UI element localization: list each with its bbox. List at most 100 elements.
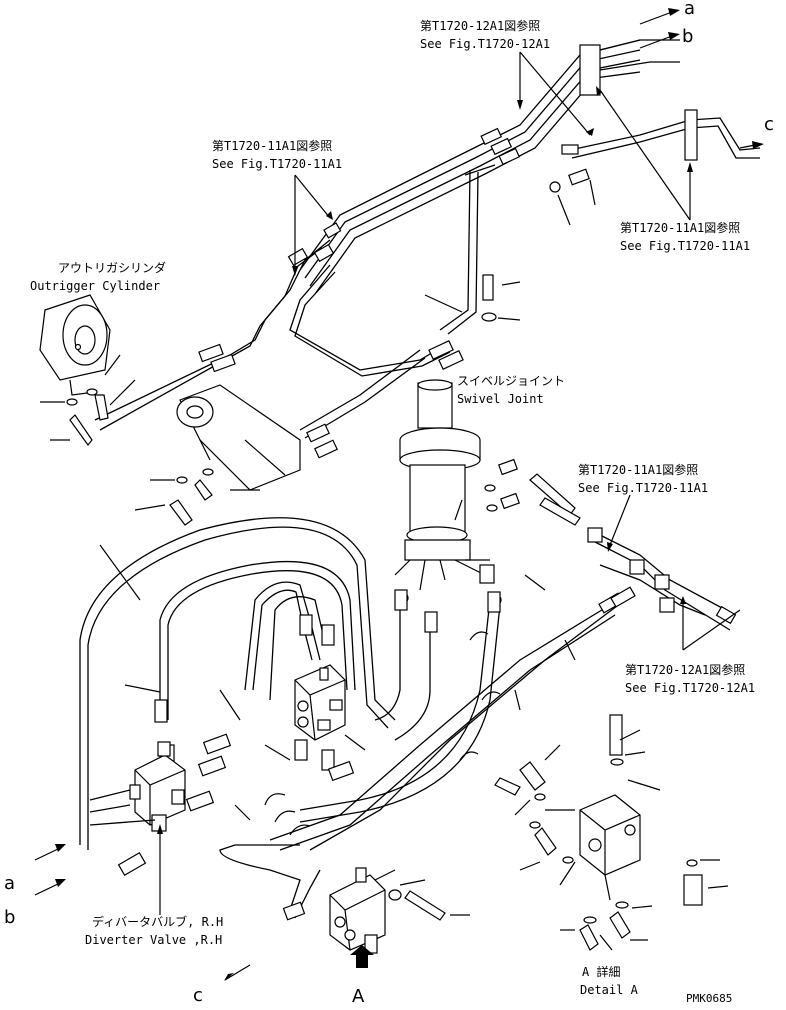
swivel-base <box>404 539 471 561</box>
fitting-nut <box>498 147 521 166</box>
swivel-body <box>409 464 466 536</box>
o-ring <box>86 388 98 396</box>
fitting <box>629 559 645 575</box>
ref-left-en: See Fig.T1720-11A1 <box>212 157 342 171</box>
fitting <box>715 605 737 625</box>
center-valve-block <box>294 664 366 751</box>
hose-fitting <box>424 611 438 633</box>
washer <box>388 889 402 901</box>
lower-fittings <box>117 586 636 921</box>
o-ring <box>610 758 624 766</box>
elbow-fitting <box>94 394 109 421</box>
hose-fitting <box>394 589 408 611</box>
o-ring <box>529 821 541 829</box>
hose-fitting <box>210 353 236 373</box>
fitting <box>587 527 603 543</box>
fitting <box>659 597 675 613</box>
hose-fitting <box>202 733 232 755</box>
ref-top-en: See Fig.T1720-12A1 <box>420 37 550 51</box>
swivel-label-en: Swivel Joint <box>457 392 544 406</box>
fitting <box>355 867 367 883</box>
swivel-label-jp: スイベルジョイント <box>457 374 565 388</box>
hose-fitting <box>313 243 335 263</box>
pipe-clamp-right <box>684 109 698 161</box>
leader-lines <box>34 8 764 981</box>
outrigger-cylinder <box>39 294 136 446</box>
ref-mid12-en: See Fig.T1720-12A1 <box>625 681 755 695</box>
o-ring <box>686 859 698 867</box>
fitting-nut <box>480 127 503 146</box>
o-ring <box>562 856 574 864</box>
diverter-label-jp: ディバータバルブ, R.H <box>92 914 223 929</box>
hose-fitting <box>198 343 224 363</box>
detail-a-label-en: Detail A <box>580 983 639 997</box>
hose-fitting <box>321 749 335 771</box>
fitting-bolt <box>529 473 576 516</box>
upper-pipe-bundle <box>299 39 761 335</box>
letter-a-top: a <box>684 0 695 19</box>
view-a-arrow <box>350 945 374 968</box>
o-ring <box>486 504 498 512</box>
ref-mid-en: See Fig.T1720-11A1 <box>578 481 708 495</box>
hose-fitting <box>487 591 501 613</box>
elbow-fitting <box>609 911 631 939</box>
left-middle-pipes <box>94 222 464 459</box>
elbow-fitting <box>500 492 520 510</box>
hose-fitting <box>306 423 330 443</box>
ref-right-jp: 第T1720-11A1図参照 <box>620 220 740 235</box>
fitting <box>171 789 185 805</box>
hose-fitting <box>610 586 636 608</box>
hose-fitting <box>327 760 355 782</box>
hose-fitting <box>323 222 342 239</box>
diverter-valve-rh <box>89 741 186 832</box>
elbow-fitting <box>194 479 213 501</box>
ref-right-en: See Fig.T1720-11A1 <box>620 239 750 253</box>
washer <box>481 312 497 322</box>
hose-fitting <box>299 614 313 636</box>
elbow-fitting <box>579 924 599 951</box>
o-ring <box>176 476 188 484</box>
fitting-vertical <box>609 714 623 756</box>
hose-fitting <box>154 699 168 723</box>
o-ring <box>484 484 496 492</box>
hose-fitting <box>117 851 147 877</box>
text-labels: 第T1720-12A1図参照 See Fig.T1720-12A1 第T1720… <box>4 0 774 1007</box>
letter-b-left: b <box>4 907 15 928</box>
ref-mid12-jp: 第T1720-12A1図参照 <box>625 662 745 677</box>
diverter-valve-bottom <box>329 867 470 954</box>
drawing-code: PMK0685 <box>686 992 732 1005</box>
fitting <box>329 699 343 711</box>
fitting <box>129 784 141 800</box>
outrigger-label-en: Outrigger Cylinder <box>30 279 160 293</box>
letter-a-left: a <box>4 873 15 894</box>
hose-fitting <box>185 790 215 812</box>
elbow-fitting <box>69 414 93 446</box>
bolt <box>404 890 446 921</box>
o-ring <box>534 793 546 801</box>
letter-b-top: b <box>682 26 693 47</box>
hose-fitting <box>314 439 338 459</box>
o-ring <box>583 916 597 924</box>
detail-a-valve <box>494 714 729 951</box>
hose-fitting <box>294 739 308 761</box>
fitting <box>157 741 171 757</box>
outrigger-cylinder-2 <box>134 384 301 526</box>
elbow-fitting <box>494 777 521 796</box>
ref-left-jp: 第T1720-11A1図参照 <box>212 138 332 153</box>
hose-fitting <box>282 901 306 921</box>
hose-fitting <box>438 350 464 370</box>
ref-top-jp: 第T1720-12A1図参照 <box>420 18 540 33</box>
right-middle-pipes <box>587 527 737 631</box>
elbow-fitting <box>534 827 557 856</box>
fitting-bolt <box>568 168 590 186</box>
detail-a-label-jp: A 詳細 <box>582 964 620 979</box>
swivel-joint <box>394 379 581 606</box>
upper-fittings <box>480 127 596 322</box>
outrigger-label-jp: アウトリガシリンダ <box>58 260 166 275</box>
fitting <box>654 574 670 590</box>
fitting-nut <box>490 137 513 156</box>
elbow-fitting <box>519 761 546 791</box>
lower-hose-bundle <box>79 517 626 919</box>
hose-fitting <box>321 624 335 646</box>
